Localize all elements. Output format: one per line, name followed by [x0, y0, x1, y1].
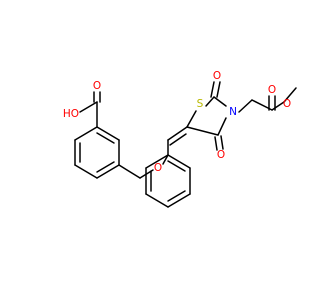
- bond: [205, 96, 215, 107]
- bond: [167, 126, 188, 141]
- atom-labels: O HO O S N O O O O: [63, 70, 291, 174]
- ether-oxygen-label: O: [154, 162, 162, 174]
- sulfur-label: S: [197, 98, 204, 110]
- bond: [186, 110, 197, 128]
- bonds: [74, 81, 297, 208]
- ester-oxygen-label: O: [283, 98, 291, 110]
- bond: [162, 154, 169, 165]
- bond: [79, 101, 98, 113]
- hydroxyl-label: HO: [63, 108, 79, 120]
- bond: [238, 99, 253, 113]
- bond: [167, 154, 191, 169]
- bond: [283, 87, 297, 103]
- bond-inner: [96, 132, 115, 144]
- bond: [118, 164, 141, 179]
- bond-inner: [167, 190, 186, 202]
- bond: [145, 193, 169, 208]
- background: [0, 0, 300, 300]
- bond: [74, 164, 98, 179]
- bond: [220, 135, 224, 150]
- molecule-drawing: O HO O S N O O O O: [0, 0, 300, 300]
- bond: [213, 96, 227, 107]
- bond: [217, 117, 227, 136]
- bond: [96, 126, 120, 141]
- bond: [214, 136, 218, 151]
- bond: [167, 193, 191, 208]
- bond: [216, 81, 221, 98]
- bond: [169, 133, 187, 146]
- ring-carbonyl-oxygen-label: O: [213, 70, 221, 82]
- bond: [186, 126, 219, 136]
- nitrogen-label: N: [229, 106, 237, 118]
- bond: [74, 126, 98, 141]
- carbonyl-oxygen-label: O: [93, 80, 101, 92]
- bond: [96, 164, 120, 179]
- bond-inner: [96, 161, 115, 173]
- chemical-structure: O HO O S N O O O O: [0, 0, 300, 300]
- ring-carbonyl-oxygen-label: O: [217, 149, 225, 161]
- ester-carbonyl-oxygen-label: O: [268, 84, 276, 96]
- bond: [271, 101, 285, 111]
- bond: [145, 154, 169, 169]
- bond-inner: [167, 160, 186, 172]
- bond: [210, 81, 215, 98]
